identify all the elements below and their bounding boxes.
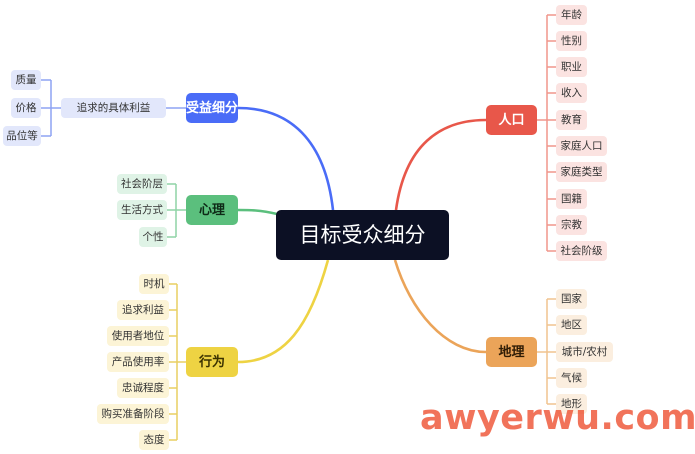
behavior-leaf[interactable]: 产品使用率 [107,352,169,372]
geography-leaf[interactable]: 城市/农村 [556,342,613,362]
demographics-leaf[interactable]: 社会阶级 [556,241,607,261]
demographics-leaf[interactable]: 年龄 [556,5,587,25]
demographics-leaf[interactable]: 宗教 [556,215,587,235]
topic-demographics[interactable]: 人口 [486,105,537,135]
watermark: awyerwu.com [420,398,695,438]
behavior-leaf[interactable]: 追求利益 [117,300,169,320]
demographics-leaf[interactable]: 国籍 [556,189,587,209]
geography-leaf[interactable]: 气候 [556,368,587,388]
geography-leaf[interactable]: 地形 [556,394,587,414]
subtopic-benefits-sought[interactable]: 追求的具体利益 [61,98,166,118]
demographics-leaf[interactable]: 收入 [556,83,587,103]
behavior-leaf[interactable]: 态度 [139,430,169,450]
benefit-leaf[interactable]: 质量 [11,70,41,90]
demographics-leaf[interactable]: 性别 [556,31,587,51]
benefit-leaf[interactable]: 价格 [11,98,41,118]
behavior-leaf[interactable]: 时机 [139,274,169,294]
topic-behavior[interactable]: 行为 [186,347,238,377]
geography-leaf[interactable]: 国家 [556,289,587,309]
topic-benefit-segmentation[interactable]: 受益细分 [186,93,238,123]
behavior-leaf[interactable]: 忠诚程度 [117,378,169,398]
demographics-leaf[interactable]: 家庭类型 [556,162,607,182]
central-topic[interactable]: 目标受众细分 [276,210,449,260]
psychology-leaf[interactable]: 生活方式 [117,200,167,220]
topic-psychology[interactable]: 心理 [186,195,238,225]
demographics-leaf[interactable]: 家庭人口 [556,136,607,156]
behavior-leaf[interactable]: 购买准备阶段 [97,404,169,424]
psychology-leaf[interactable]: 社会阶层 [117,174,167,194]
topic-geography[interactable]: 地理 [486,337,537,367]
benefit-leaf[interactable]: 品位等 [3,126,41,146]
demographics-leaf[interactable]: 教育 [556,110,587,130]
geography-leaf[interactable]: 地区 [556,315,587,335]
demographics-leaf[interactable]: 职业 [556,57,587,77]
behavior-leaf[interactable]: 使用者地位 [107,326,169,346]
psychology-leaf[interactable]: 个性 [139,227,167,247]
